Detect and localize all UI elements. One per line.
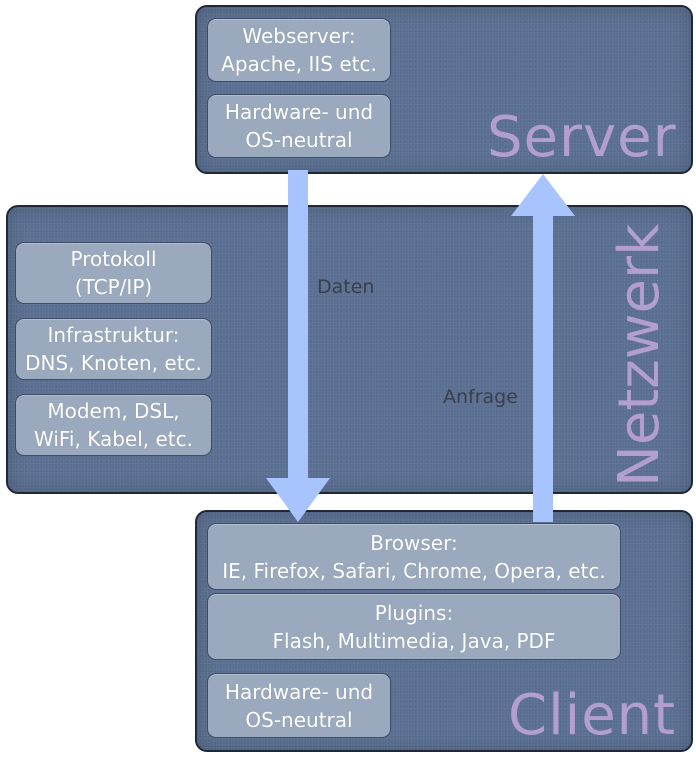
network-box-modem: Modem, DSL, WiFi, Kabel, etc. [15, 394, 212, 456]
flow-label-request: Anfrage [443, 386, 518, 408]
client-title: Client [508, 683, 677, 748]
client-box-browser: Browser: IE, Firefox, Safari, Chrome, Op… [207, 523, 621, 590]
client-box-plugins: Plugins: Flash, Multimedia, Java, PDF [207, 593, 621, 660]
client-box-hardware-text: Hardware- und OS-neutral [224, 679, 374, 732]
server-box-webserver: Webserver: Apache, IIS etc. [207, 18, 391, 82]
network-box-protocol: Protokoll (TCP/IP) [15, 242, 212, 304]
server-box-webserver-text: Webserver: Apache, IIS etc. [221, 24, 377, 76]
client-box-hardware: Hardware- und OS-neutral [207, 673, 391, 738]
down-arrow [266, 170, 330, 522]
server-title: Server [487, 105, 677, 170]
up-arrow [511, 174, 575, 522]
network-box-infrastructure: Infrastruktur: DNS, Knoten, etc. [15, 318, 212, 380]
client-box-plugins-text: Plugins: Flash, Multimedia, Java, PDF [272, 600, 556, 653]
server-box-hardware: Hardware- und OS-neutral [207, 94, 391, 158]
server-box-hardware-text: Hardware- und OS-neutral [224, 100, 374, 152]
network-box-modem-text: Modem, DSL, WiFi, Kabel, etc. [33, 399, 193, 451]
network-box-infrastructure-text: Infrastruktur: DNS, Knoten, etc. [25, 323, 202, 375]
flow-label-data: Daten [317, 276, 375, 298]
network-box-protocol-text: Protokoll (TCP/IP) [70, 247, 157, 299]
client-box-browser-text: Browser: IE, Firefox, Safari, Chrome, Op… [222, 530, 606, 583]
